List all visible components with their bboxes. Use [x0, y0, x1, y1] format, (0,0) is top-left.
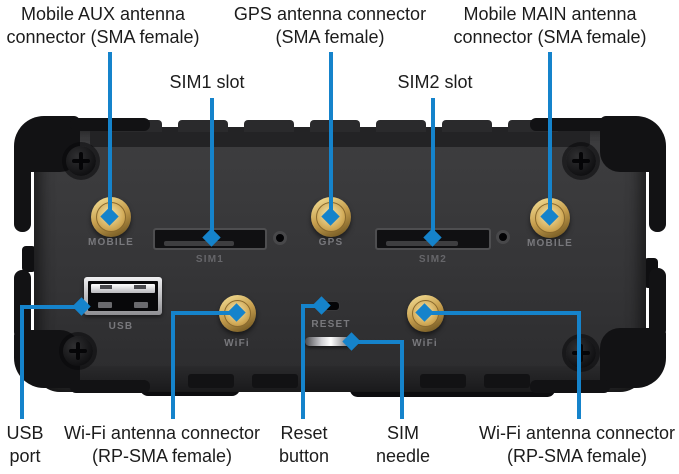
callout-line-sim1 — [210, 98, 214, 238]
panel-label-wifi-right: WiFi — [412, 338, 438, 349]
annotation-mobile-main: Mobile MAIN antenna connector (SMA femal… — [453, 3, 646, 49]
panel-label-wifi-left: WiFi — [224, 338, 250, 349]
rail-tab — [178, 120, 228, 132]
corner-screw-top-right — [566, 146, 596, 176]
callout-line-wifi-right-v — [577, 311, 581, 419]
corner-screw-top-left — [66, 146, 96, 176]
annotation-text: connector (SMA female) — [6, 27, 200, 47]
annotation-gps: GPS antenna connector (SMA female) — [234, 3, 426, 49]
sim1-eject-hole — [273, 231, 287, 245]
annotation-text: (RP-SMA female) — [506, 446, 648, 466]
annotation-wifi-right: Wi-Fi antenna connector (RP-SMA female) — [479, 422, 675, 468]
annotation-text: needle — [375, 446, 431, 466]
sim-eject-needle — [305, 337, 352, 346]
rubber-foot — [420, 374, 466, 388]
annotation-text: port — [9, 446, 41, 466]
annotation-sim-needle: SIM needle — [376, 422, 430, 468]
panel-label-sim1: SIM1 — [195, 254, 225, 265]
corner-bumper-top-right-arm — [530, 118, 610, 131]
corner-bumper-right-arm — [649, 146, 666, 232]
rail-tab — [376, 120, 426, 132]
annotation-text: Wi-Fi antenna connector — [63, 423, 261, 443]
callout-line-wifi-left-v — [171, 311, 175, 419]
annotation-text: USB — [6, 423, 44, 443]
callout-line-reset-h — [301, 304, 323, 308]
annotation-text: SIM — [386, 423, 419, 443]
corner-bumper-bottom-right — [600, 328, 666, 388]
annotation-text: GPS antenna connector — [233, 4, 427, 24]
corner-screw-bottom-right — [566, 338, 596, 368]
panel-label-usb: USB — [108, 321, 134, 332]
annotation-sim2: SIM2 slot — [397, 71, 472, 94]
rubber-foot — [188, 374, 234, 388]
corner-screw-bottom-left — [63, 336, 93, 366]
annotation-text: Wi-Fi antenna connector — [478, 423, 676, 443]
callout-line-gps — [329, 52, 333, 217]
rail-tab — [310, 120, 360, 132]
side-nub-left — [22, 246, 36, 272]
corner-bumper-bottom-right-foot — [530, 380, 610, 393]
rail-tab — [442, 120, 492, 132]
rail-tab — [244, 120, 294, 132]
callout-line-usb-h — [22, 305, 82, 309]
annotation-text: SIM1 slot — [169, 72, 245, 92]
panel-label-sim2: SIM2 — [418, 254, 448, 265]
annotation-reset: Reset button — [279, 422, 329, 468]
usb-port — [84, 277, 162, 315]
device-face — [34, 128, 646, 392]
callout-line-needle-h — [352, 340, 404, 344]
callout-line-usb-v — [20, 305, 24, 419]
panel-label-mobile-left: MOBILE — [87, 237, 135, 248]
annotation-text: (SMA female) — [275, 27, 385, 47]
annotation-text: Reset — [280, 423, 328, 443]
callout-line-reset-v — [301, 304, 305, 419]
callout-line-mobile-main — [548, 52, 552, 217]
annotation-text: SIM2 slot — [397, 72, 473, 92]
callout-line-needle-v — [400, 340, 404, 419]
annotation-text: Mobile MAIN antenna — [463, 4, 637, 24]
annotation-mobile-aux: Mobile AUX antenna connector (SMA female… — [6, 3, 199, 49]
top-rail — [90, 127, 590, 147]
annotation-text: Mobile AUX antenna — [20, 4, 186, 24]
callout-line-wifi-left-h — [171, 311, 237, 315]
callout-line-wifi-right-h — [425, 311, 581, 315]
annotation-usb: USB port — [6, 422, 43, 468]
callout-line-sim2 — [431, 98, 435, 238]
rubber-foot — [252, 374, 298, 388]
callout-line-mobile-aux — [108, 52, 112, 217]
annotation-wifi-left: Wi-Fi antenna connector (RP-SMA female) — [64, 422, 260, 468]
annotation-text: (RP-SMA female) — [91, 446, 233, 466]
panel-label-reset: RESET — [311, 319, 351, 330]
corner-bumper-left-arm — [14, 146, 31, 232]
panel-label-gps: GPS — [318, 237, 344, 248]
annotation-sim1: SIM1 slot — [169, 71, 244, 94]
sim2-eject-hole — [496, 230, 510, 244]
corner-bumper-bottom-left-foot — [70, 380, 150, 393]
annotation-text: connector (SMA female) — [453, 27, 647, 47]
panel-label-mobile-right: MOBILE — [526, 238, 574, 249]
rubber-foot — [484, 374, 530, 388]
corner-bumper-bottom-right-arm — [649, 268, 666, 338]
annotation-text: button — [278, 446, 330, 466]
